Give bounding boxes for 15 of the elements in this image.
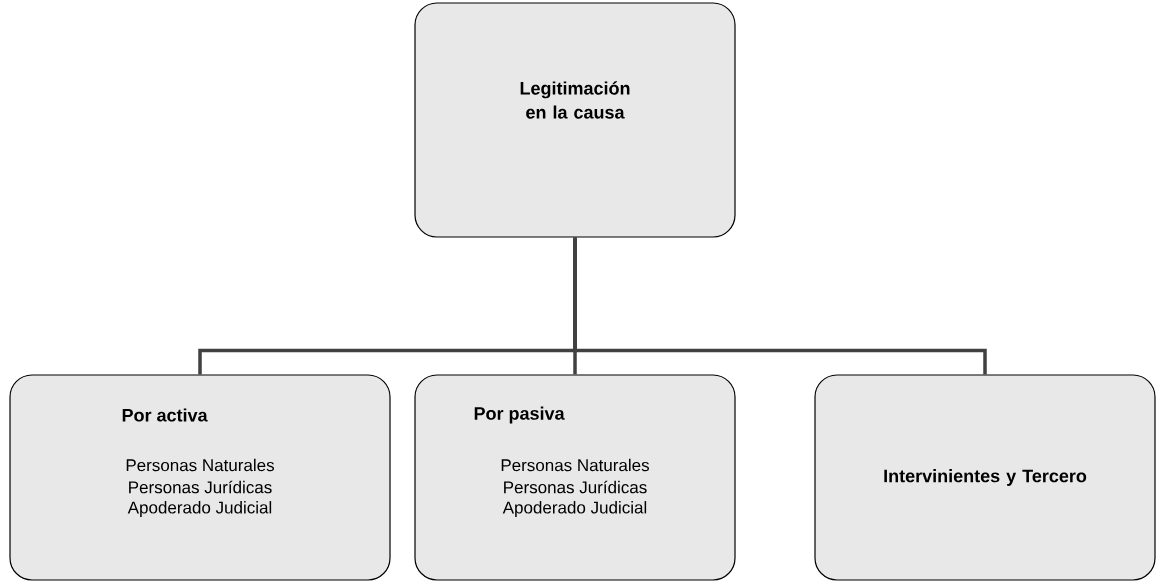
list-item: Personas Naturales bbox=[501, 458, 649, 472]
box-heading: Intervinientes y Tercero bbox=[884, 469, 1087, 486]
list-item: Personas Jurídicas bbox=[129, 480, 272, 494]
rounded-box bbox=[414, 374, 736, 581]
box-heading: Por activa bbox=[122, 408, 208, 422]
list-item: Apoderado Judicial bbox=[127, 501, 272, 517]
list-item: Personas Naturales bbox=[126, 458, 274, 472]
connector-line bbox=[573, 237, 987, 375]
box-heading: Por pasiva bbox=[474, 406, 565, 424]
rounded-box bbox=[9, 374, 391, 581]
rounded-box bbox=[814, 374, 1156, 581]
list-item: Apoderado Judicial bbox=[502, 501, 647, 517]
box-heading: Legitimación en la causa bbox=[520, 81, 630, 119]
rounded-box bbox=[414, 2, 736, 238]
list-item: Personas Jurídicas bbox=[504, 480, 647, 494]
